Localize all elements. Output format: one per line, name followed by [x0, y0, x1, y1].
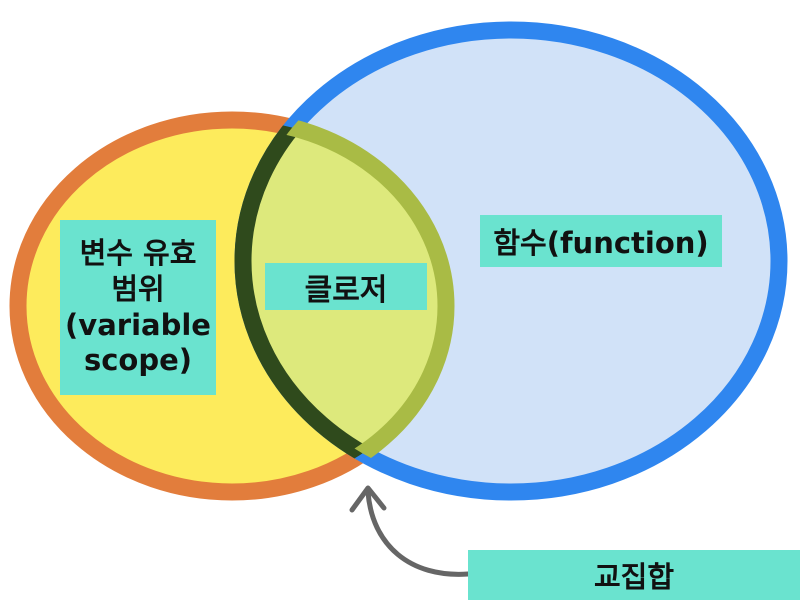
intersection-label: 교집합: [468, 550, 800, 600]
arrow-head-icon: [349, 485, 387, 513]
variable-scope-label: 변수 유효 범위 (variable scope): [60, 220, 216, 395]
variable-scope-line-1: 변수 유효: [79, 236, 197, 271]
closure-text: 클로저: [304, 272, 388, 308]
function-text: 함수(function): [493, 226, 709, 260]
intersection-text: 교집합: [593, 560, 675, 594]
intersection-arrow: [365, 489, 471, 577]
closure-label: 클로저: [265, 263, 427, 310]
variable-scope-line-4: scope): [83, 343, 193, 378]
intersection-boundary-light: [243, 111, 455, 492]
function-label: 함수(function): [480, 215, 722, 267]
intersection-boundary-dark: [234, 120, 446, 492]
intersection-region: [243, 120, 446, 492]
variable-scope-line-2: 범위: [111, 271, 165, 306]
variable-scope-line-3: (variable: [65, 307, 211, 342]
